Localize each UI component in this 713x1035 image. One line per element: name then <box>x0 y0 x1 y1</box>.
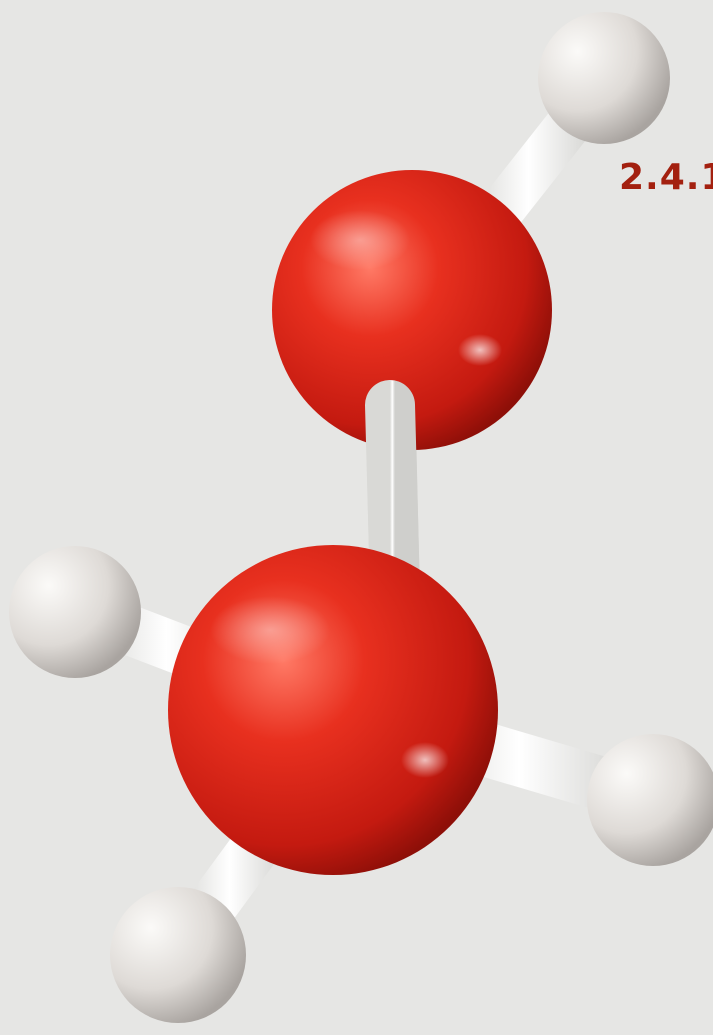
hydrogen-atom-top <box>538 12 670 144</box>
oxygen-atom-lower <box>168 545 498 875</box>
oxygen-atom-upper <box>272 170 552 450</box>
hydrogen-atom-right <box>587 734 713 866</box>
hydrogen-atom-left <box>9 546 141 678</box>
hydrogen-atom-bottom <box>110 887 246 1023</box>
section-number-heading: 2.4.1 <box>619 157 713 198</box>
